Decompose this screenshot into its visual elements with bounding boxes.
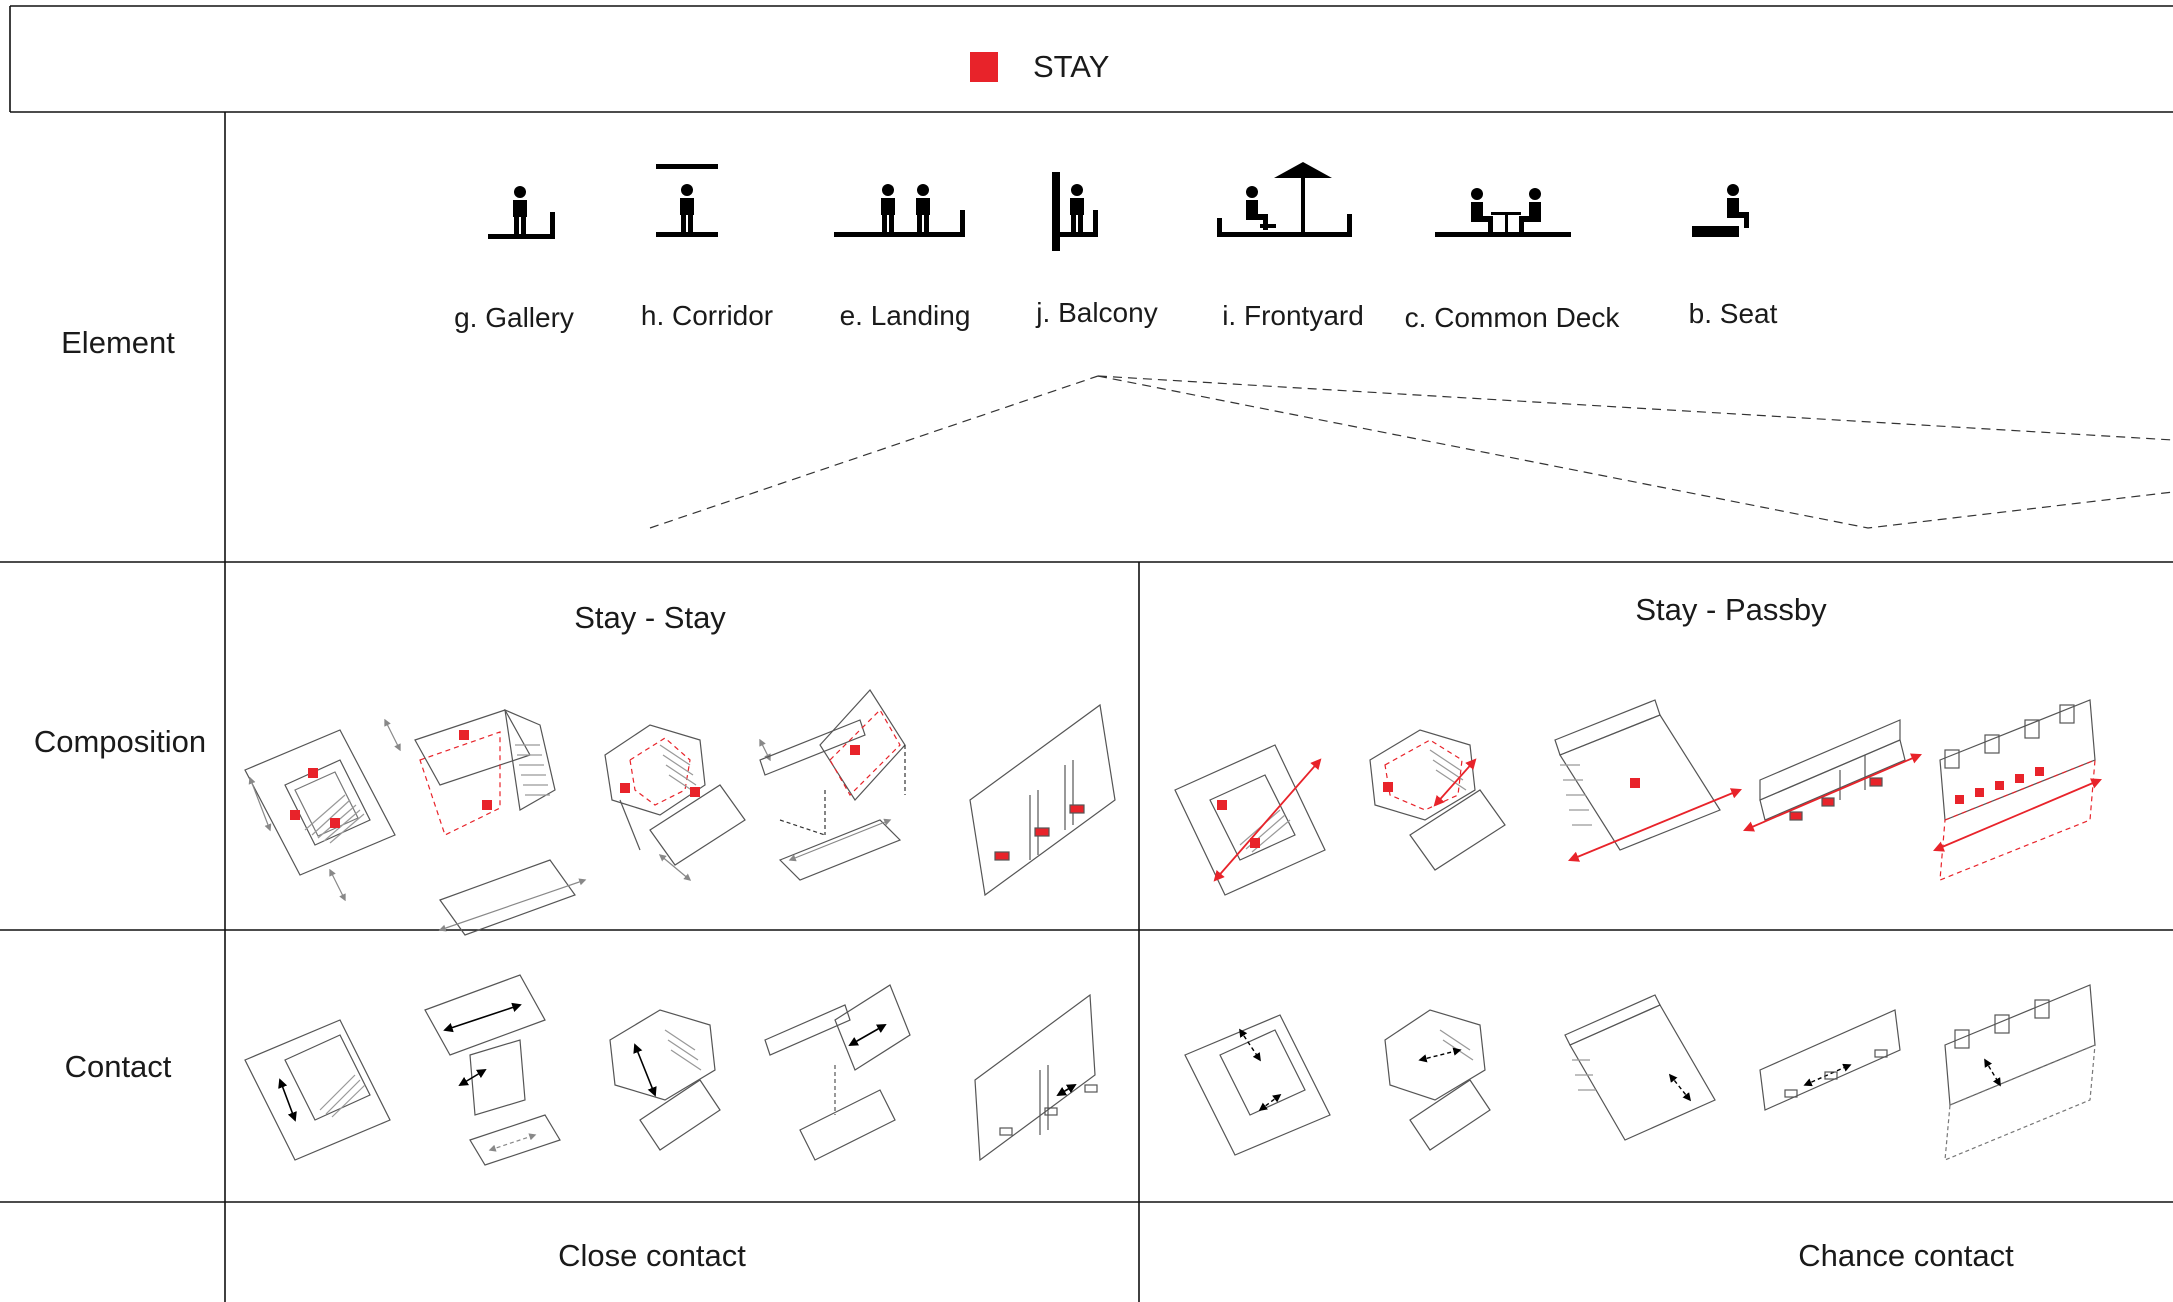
footer-close-contact: Close contact xyxy=(558,1238,746,1273)
composition-passby-seat-sketch xyxy=(1933,699,2102,881)
contact-balcony-sketch xyxy=(764,984,911,1161)
element-label-frontyard: i. Frontyard xyxy=(1222,300,1364,331)
element-icons xyxy=(488,162,1749,251)
element-label-landing: e. Landing xyxy=(839,300,971,331)
element-label-seat: b. Seat xyxy=(1688,298,1778,329)
row-label-element: Element xyxy=(61,325,175,360)
footer-chance-contact: Chance contact xyxy=(1798,1238,2014,1273)
composition-landing-sketch xyxy=(604,724,771,881)
common-deck-icon xyxy=(1435,188,1571,237)
corridor-icon xyxy=(656,164,718,237)
contact-gallery-sketch xyxy=(244,1019,391,1161)
contact-landing-sketch xyxy=(609,1009,721,1151)
composition-balcony-sketch xyxy=(759,689,906,881)
composition-passby-landing-sketch xyxy=(1369,729,1506,871)
contact-passby-seat-sketch xyxy=(1944,984,2096,1161)
contact-passby-frontyard-sketch xyxy=(1564,994,1716,1141)
contact-passby-gallery-sketch xyxy=(1184,1014,1331,1156)
composition-gallery-sketch xyxy=(244,718,401,902)
contact-corridor-sketch xyxy=(424,974,561,1166)
row-label-composition: Composition xyxy=(33,724,207,759)
landing-icon xyxy=(834,184,965,237)
section-title-stay-stay: Stay - Stay xyxy=(574,600,726,635)
element-label-gallery: g. Gallery xyxy=(454,302,574,333)
seat-icon xyxy=(1692,184,1749,237)
stay-legend-swatch xyxy=(970,52,998,82)
balcony-icon xyxy=(1052,172,1098,251)
section-title-stay-passby: Stay - Passby xyxy=(1635,592,1827,627)
callout-dashed-line-left xyxy=(649,375,1099,529)
composition-corridor-sketch xyxy=(414,709,587,936)
row-label-contact: Contact xyxy=(64,1049,172,1084)
contact-passby-common-deck-sketch xyxy=(1759,1009,1901,1111)
element-label-common-deck: c. Common Deck xyxy=(1404,302,1620,333)
composition-passby-frontyard-sketch xyxy=(1554,699,1742,862)
contact-seat-sketch xyxy=(974,993,1098,1162)
element-label-balcony: j. Balcony xyxy=(1036,297,1158,328)
element-label-corridor: h. Corridor xyxy=(640,300,774,331)
callout-dashed-line-lower xyxy=(1097,375,2173,529)
composition-passby-gallery-sketch xyxy=(1174,744,1326,896)
frontyard-icon xyxy=(1217,162,1352,237)
composition-passby-common-deck-sketch xyxy=(1743,719,1922,832)
composition-seat-sketch xyxy=(969,703,1116,897)
contact-passby-landing-sketch xyxy=(1384,1009,1491,1151)
stay-legend-label: STAY xyxy=(1033,49,1110,84)
gallery-icon xyxy=(488,186,555,239)
